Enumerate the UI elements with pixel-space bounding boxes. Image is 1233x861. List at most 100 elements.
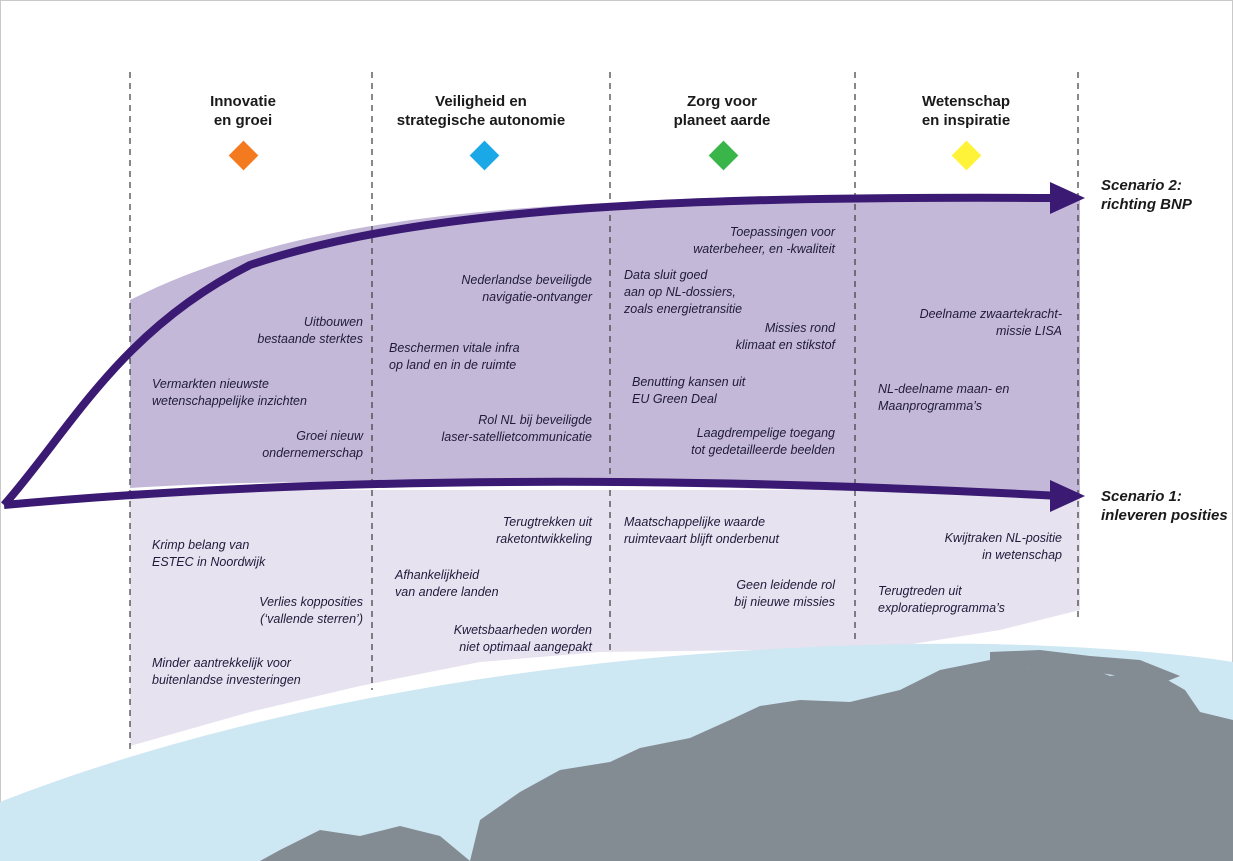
scenario2-item: Rol NL bij beveiligde laser-satellietcomm… bbox=[441, 412, 592, 446]
scenario1-item: Verlies kopposities (‘vallende sterren’) bbox=[259, 594, 363, 628]
item-text-line: Rol NL bij beveiligde bbox=[478, 413, 592, 427]
scenario1-label: Scenario 1: inleveren posities bbox=[1101, 487, 1228, 525]
scenario2-label: Scenario 2: richting BNP bbox=[1101, 176, 1192, 214]
item-text-line: Beschermen vitale infra bbox=[389, 341, 520, 355]
item-text-line: Nederlandse beveiligde bbox=[461, 273, 592, 287]
item-text-line: laser-satellietcommunicatie bbox=[441, 430, 592, 444]
scenario2-item: Laagdrempelige toegang tot gedetailleerde… bbox=[691, 425, 835, 459]
item-text-line: ondernemerschap bbox=[262, 446, 363, 460]
scenario1-item: Afhankelijkheid van andere landen bbox=[395, 567, 499, 601]
scenario1-item: Maatschappelijke waarde ruimtevaart blijf… bbox=[624, 514, 779, 548]
item-text-line: Benutting kansen uit bbox=[632, 375, 746, 389]
column-title-line: Innovatie bbox=[210, 93, 276, 110]
item-text-line: Geen leidende rol bbox=[736, 578, 835, 592]
scenario1-item: Kwetsbaarheden worden niet optimaal aange… bbox=[454, 622, 592, 656]
column-title-innovation: Innovatie en groei bbox=[133, 92, 353, 130]
column-dividers bbox=[129, 72, 1079, 750]
item-text-line: navigatie-ontvanger bbox=[482, 290, 592, 304]
item-text-line: Toepassingen voor bbox=[729, 225, 835, 239]
scenario2-item: NL-deelname maan- en Maanprogramma’s bbox=[878, 381, 1009, 415]
column-title-line: Wetenschap bbox=[921, 93, 1011, 110]
scenario2-item: Deelname zwaartekracht-missie LISA bbox=[920, 306, 1062, 340]
item-text-line: Maanprogramma’s bbox=[878, 399, 982, 413]
column-title-line: strategische autonomie bbox=[396, 112, 566, 129]
scenario2-item: Benutting kansen uit EU Green Deal bbox=[632, 374, 745, 408]
column-title-security: Veiligheid en strategische autonomie bbox=[371, 92, 591, 130]
item-text-line: in wetenschap bbox=[982, 548, 1062, 562]
scenario2-item: Groei nieuw ondernemerschap bbox=[262, 428, 363, 462]
item-text-line: Maatschappelijke waarde bbox=[624, 515, 766, 529]
scenario1-arrowhead bbox=[1050, 480, 1085, 512]
scenario1-item: Terugtrekken uit raketontwikkeling bbox=[496, 514, 592, 548]
scenario1-item: Minder aantrekkelijk voor buitenlandse in… bbox=[152, 655, 301, 689]
column-title-line: en inspiratie bbox=[921, 112, 1011, 129]
scenario-label-line: Scenario 2: bbox=[1101, 177, 1182, 194]
column-title-science: Wetenschap en inspiratie bbox=[856, 92, 1076, 130]
scenario1-item: Geen leidende rol bij nieuwe missies bbox=[734, 577, 835, 611]
globe-land bbox=[470, 660, 1233, 861]
item-text-line: bij nieuwe missies bbox=[734, 595, 835, 609]
scenario1-item: Terugtreden uit exploratieprogramma’s bbox=[878, 583, 1005, 617]
item-text-line: tot gedetailleerde beelden bbox=[691, 443, 835, 457]
item-text-line: Kwijtraken NL-positie bbox=[944, 531, 1062, 545]
scenario1-arrow bbox=[3, 477, 1061, 509]
item-text-line: Krimp belang van bbox=[152, 538, 250, 552]
item-text-line: Afhankelijkheid bbox=[395, 568, 480, 582]
scenario2-band bbox=[130, 197, 1080, 496]
item-text-line: klimaat en stikstof bbox=[735, 338, 835, 352]
item-text-line: Groei nieuw bbox=[296, 429, 363, 443]
item-text-line: Terugtreden uit bbox=[878, 584, 962, 598]
item-text-line: NL-deelname maan- en bbox=[878, 382, 1010, 396]
globe-land-east bbox=[990, 650, 1180, 684]
scenario1-item: Kwijtraken NL-positie in wetenschap bbox=[945, 530, 1062, 564]
column-title-line: Zorg voor bbox=[687, 93, 757, 110]
scenario-label-line: richting BNP bbox=[1101, 196, 1192, 213]
scenario2-item: Uitbouwen bestaande sterktes bbox=[257, 314, 363, 348]
item-text-line: bestaande sterktes bbox=[257, 332, 363, 346]
item-text-line: van andere landen bbox=[395, 585, 499, 599]
item-text-line: Terugtrekken uit bbox=[502, 515, 592, 529]
item-text-line: exploratieprogramma’s bbox=[878, 601, 1005, 615]
item-text-line: niet optimaal aangepakt bbox=[459, 640, 592, 654]
item-text-line: missie LISA bbox=[996, 324, 1062, 338]
item-text-line: zoals energietransitie bbox=[624, 302, 743, 316]
item-text-line: ruimtevaart blijft onderbenut bbox=[624, 532, 779, 546]
item-text-line: Laagdrempelige toegang bbox=[696, 426, 835, 440]
scenario2-item: Beschermen vitale infra op land en in de … bbox=[389, 340, 520, 374]
item-text-line: raketontwikkeling bbox=[496, 532, 592, 546]
item-text-line: buitenlandse investeringen bbox=[152, 673, 301, 687]
column-title-line: en groei bbox=[213, 112, 273, 129]
column-title-planet: Zorg voor planeet aarde bbox=[612, 92, 832, 130]
item-text-line: Missies rond bbox=[764, 321, 835, 335]
item-text-line: (‘vallende sterren’) bbox=[260, 612, 363, 626]
scenario2-item: Vermarkten nieuwste wetenschappelijke inz… bbox=[152, 376, 307, 410]
item-text-line: ESTEC in Noordwijk bbox=[152, 555, 266, 569]
column-title-line: Veiligheid en bbox=[435, 93, 527, 110]
scenario1-band bbox=[130, 490, 1080, 746]
column-title-line: planeet aarde bbox=[673, 112, 771, 129]
item-text-line: wetenschappelijke inzichten bbox=[152, 394, 307, 408]
item-text-line: op land en in de ruimte bbox=[389, 358, 517, 372]
scenario2-item: Toepassingen voor waterbeheer, en -kwalit… bbox=[693, 224, 835, 258]
item-text-line: waterbeheer, en -kwaliteit bbox=[693, 242, 835, 256]
item-text-line: Verlies kopposities bbox=[259, 595, 363, 609]
item-text-line: Uitbouwen bbox=[303, 315, 363, 329]
scenario2-item: Data sluit goed aan op NL-dossiers, zoals … bbox=[624, 267, 742, 318]
scenario2-arrowhead bbox=[1050, 182, 1085, 214]
item-text-line: Kwetsbaarheden worden bbox=[453, 623, 592, 637]
globe-land-islands bbox=[260, 826, 470, 861]
scenario-label-line: Scenario 1: bbox=[1101, 488, 1182, 505]
item-text-line: aan op NL-dossiers, bbox=[624, 285, 736, 299]
scenario2-item: Nederlandse beveiligde navigatie-ontvange… bbox=[461, 272, 592, 306]
item-text-line: EU Green Deal bbox=[632, 392, 717, 406]
scenario2-item: Missies rond klimaat en stikstof bbox=[736, 320, 835, 354]
scenario-label-line: inleveren posities bbox=[1101, 507, 1228, 524]
item-text-line: Deelname zwaartekracht- bbox=[919, 307, 1062, 321]
item-text-line: Data sluit goed bbox=[624, 268, 708, 282]
item-text-line: Vermarkten nieuwste bbox=[152, 377, 269, 391]
item-text-line: Minder aantrekkelijk voor bbox=[152, 656, 291, 670]
scenario2-arrow bbox=[0, 193, 1061, 508]
